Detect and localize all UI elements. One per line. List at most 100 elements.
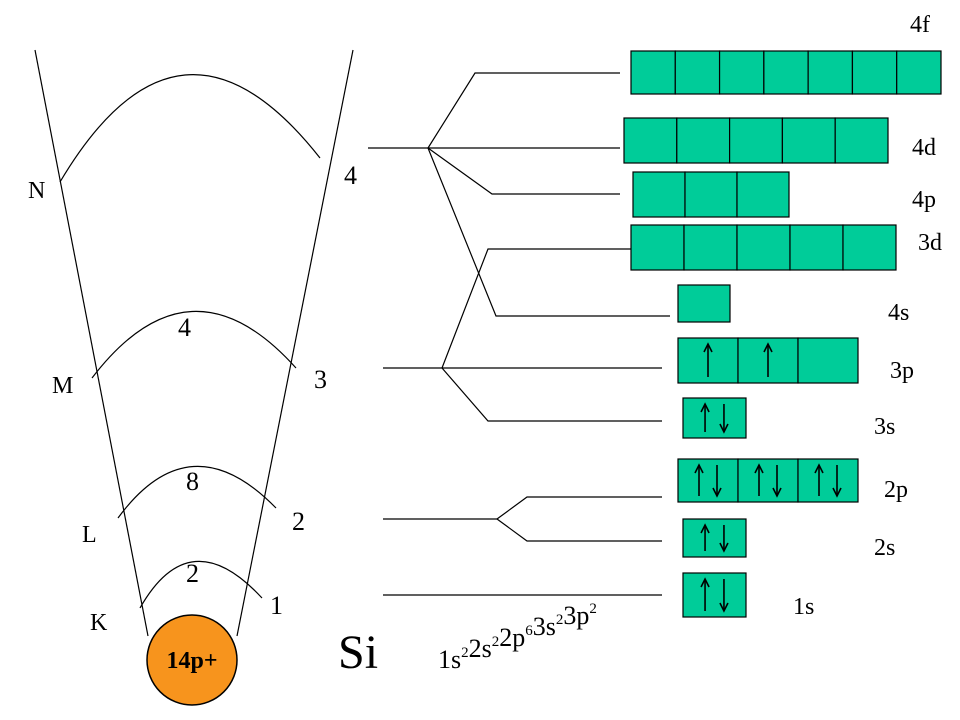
level-line-4f xyxy=(427,72,620,149)
orbital-box-4f-3 xyxy=(718,50,765,95)
config-term-base: 2s xyxy=(469,634,492,663)
nucleus xyxy=(146,614,238,706)
electron-up-arrow xyxy=(700,577,710,611)
orbital-box-2p-3 xyxy=(797,458,859,503)
electron-down-arrow xyxy=(719,579,729,613)
orbital-box-4d-2 xyxy=(676,117,731,164)
level-line-3d xyxy=(441,248,662,369)
shell-number-1: 1 xyxy=(270,591,283,620)
electron-down-arrow xyxy=(712,465,722,498)
orbital-box-3d-2 xyxy=(683,224,738,271)
shell-letter-k: K xyxy=(90,610,108,636)
shell-number-3: 3 xyxy=(314,365,327,394)
shell-capacity-m: 4 xyxy=(178,313,191,342)
config-term-exponent: 2 xyxy=(492,634,500,650)
config-term-exponent: 2 xyxy=(556,612,564,628)
sublevel-4p: 4p xyxy=(632,171,936,218)
funnel-right-wall xyxy=(236,49,354,637)
level-line-2s xyxy=(496,518,662,542)
shell-arc-n xyxy=(59,74,321,183)
config-term-base: 2p xyxy=(499,623,525,652)
electron-down-arrow xyxy=(832,465,842,498)
sublevel-label-3p: 3p xyxy=(890,358,914,384)
orbital-box-4d-4 xyxy=(781,117,836,164)
orbital-box-4f-5 xyxy=(807,50,854,95)
orbital-box-4s-1 xyxy=(677,284,731,323)
sublevel-2p: 2p xyxy=(677,458,908,503)
shell-letter-n: N xyxy=(28,178,45,204)
electron-up-arrow xyxy=(754,463,764,496)
orbital-box-4p-3 xyxy=(736,171,790,218)
orbital-box-4d-1 xyxy=(623,117,678,164)
shell-number-4: 4 xyxy=(344,161,357,190)
sublevel-label-3d: 3d xyxy=(918,230,942,256)
electron-up-arrow xyxy=(694,463,704,496)
sublevel-3s: 3s xyxy=(682,397,895,440)
electron-configuration: 1s22s22p63s23p2 xyxy=(438,601,597,674)
orbital-box-4f-4 xyxy=(763,50,809,95)
sublevel-3p: 3p xyxy=(677,337,914,384)
electron-up-arrow xyxy=(814,463,824,496)
orbital-box-2s-1 xyxy=(682,518,747,558)
sublevel-label-1s: 1s xyxy=(793,594,814,620)
sublevel-4f: 4f xyxy=(630,12,942,95)
config-term-base: 1s xyxy=(438,645,461,674)
orbital-box-3d-1 xyxy=(630,224,685,271)
nucleus-label: 14p+ xyxy=(166,648,217,674)
config-term-base: 3p xyxy=(563,601,589,630)
shell-letter-l: L xyxy=(82,522,97,548)
shell-capacity-l: 8 xyxy=(186,467,199,496)
orbital-box-3d-5 xyxy=(842,224,897,271)
shell-arc-m xyxy=(91,310,297,379)
level-line-4p xyxy=(427,147,620,195)
orbital-box-4f-7 xyxy=(896,50,942,95)
shell-number-2: 2 xyxy=(292,507,305,536)
orbital-box-3p-3 xyxy=(797,337,859,384)
orbital-box-1s-1 xyxy=(682,572,747,618)
sublevel-4d: 4d xyxy=(623,117,936,164)
config-term-exponent: 6 xyxy=(525,623,533,639)
orbital-box-3d-3 xyxy=(736,224,791,271)
orbital-box-3s-1 xyxy=(682,397,747,439)
electron-up-arrow xyxy=(703,342,713,377)
level-line-2p xyxy=(496,496,662,520)
sublevel-3d: 3d xyxy=(630,224,942,271)
sublevel-label-4p: 4p xyxy=(912,187,936,213)
sublevel-label-4s: 4s xyxy=(888,300,909,326)
shell-arc-k xyxy=(139,560,263,609)
orbital-box-4p-1 xyxy=(632,171,686,218)
element-symbol: Si xyxy=(338,626,378,679)
orbital-box-4f-2 xyxy=(674,50,721,95)
sublevel-2s: 2s xyxy=(682,518,895,561)
orbital-box-4f-6 xyxy=(851,50,898,95)
sublevel-label-4d: 4d xyxy=(912,135,936,161)
orbital-box-2p-1 xyxy=(677,458,739,503)
electron-up-arrow xyxy=(700,523,710,551)
orbital-boxes: 1s 2s 2p 3s 3p 4s 3d 4p 4d 4f xyxy=(623,12,942,620)
electron-up-arrow xyxy=(700,402,710,432)
sublevel-label-3s: 3s xyxy=(874,414,895,440)
sublevel-4s: 4s xyxy=(677,284,909,326)
shell-arc-l xyxy=(117,465,277,519)
config-term-exponent: 2 xyxy=(461,645,469,661)
orbital-box-3d-4 xyxy=(789,224,844,271)
sublevel-1s: 1s xyxy=(682,572,814,620)
level-line-3s xyxy=(441,367,662,422)
sublevel-label-2s: 2s xyxy=(874,535,895,561)
config-term-base: 3s xyxy=(533,612,556,641)
orbital-box-4d-5 xyxy=(834,117,889,164)
orbital-box-4d-3 xyxy=(728,117,783,164)
electron-down-arrow xyxy=(719,404,729,434)
orbital-box-4f-1 xyxy=(630,50,676,95)
orbital-box-2p-2 xyxy=(737,458,799,503)
shell-letter-m: M xyxy=(52,373,73,399)
shell-capacity-k: 2 xyxy=(186,559,199,588)
electron-up-arrow xyxy=(763,342,773,377)
electron-down-arrow xyxy=(719,525,729,553)
orbital-box-4p-2 xyxy=(684,171,738,218)
electron-down-arrow xyxy=(772,465,782,498)
sublevel-label-4f: 4f xyxy=(910,12,930,38)
level-line-4s xyxy=(427,147,670,317)
